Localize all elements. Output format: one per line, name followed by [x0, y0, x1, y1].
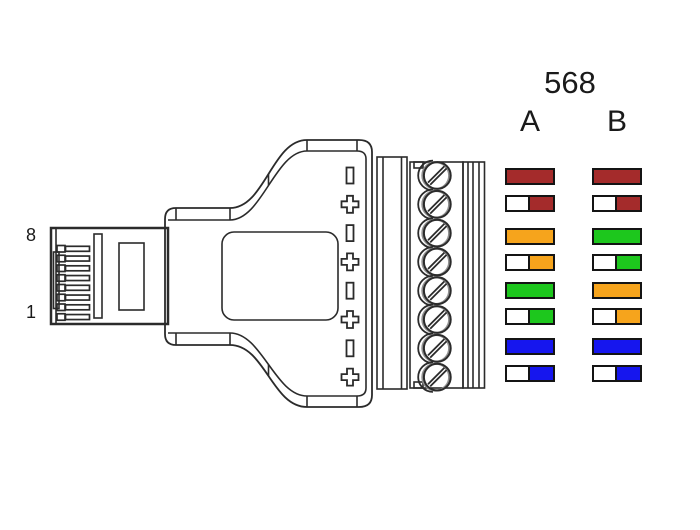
rj45-pin-contact — [64, 313, 91, 321]
rj45-pin-contact — [64, 245, 91, 253]
stripe-color-half — [614, 256, 640, 269]
terminal-scallop — [417, 217, 434, 249]
t568b-row8-swatch — [592, 365, 642, 382]
column-a-header: A — [519, 105, 540, 138]
terminal-screws — [417, 159, 452, 393]
screw-slot-line — [427, 251, 446, 270]
t568a-row1-swatch — [505, 168, 555, 185]
mold-seam-ticks — [175, 140, 358, 407]
screw-slot-line — [427, 223, 446, 241]
pin-8-label: 8 — [25, 225, 36, 245]
t568a-row2-swatch — [505, 195, 555, 212]
rj45-plug-body — [49, 226, 170, 326]
terminal-scallop — [417, 159, 434, 192]
plus-mark — [340, 367, 360, 387]
rj45-pin-contact — [64, 255, 91, 262]
t568a-row6-swatch — [505, 308, 555, 325]
screw-slot-line — [429, 196, 448, 215]
terminal-scallop — [417, 303, 434, 336]
terminal-scallop — [417, 188, 434, 220]
stripe-color-half — [527, 256, 553, 269]
t568b-row5-swatch — [592, 282, 642, 299]
screw-slot-line — [427, 194, 446, 213]
terminal-scallop — [417, 275, 434, 307]
t568a-row3-swatch — [505, 228, 555, 245]
terminal-screw — [422, 247, 452, 277]
stripe-color-half — [527, 310, 553, 323]
rj45-contact-bar — [93, 233, 103, 319]
terminal-screw — [422, 189, 452, 219]
terminal-block — [376, 156, 486, 393]
t568b-row6-swatch — [592, 308, 642, 325]
plus-mark — [340, 310, 360, 329]
t568b-row1-swatch — [592, 168, 642, 185]
plus-mark — [340, 252, 360, 272]
adapter-body-outline — [164, 139, 373, 408]
t568b-row2-swatch — [592, 195, 642, 212]
screw-slot-line — [427, 165, 446, 184]
t568b-row3-swatch — [592, 228, 642, 245]
stripe-color-half — [527, 367, 553, 380]
adapter-body — [164, 139, 373, 408]
screw-slot-line — [429, 311, 448, 330]
t568a-row7-swatch — [505, 338, 555, 355]
terminal-scallop — [417, 246, 434, 278]
t568b-row4-swatch — [592, 254, 642, 271]
terminal-screw — [422, 362, 452, 392]
minus-mark — [345, 281, 355, 300]
label-area — [221, 231, 339, 321]
stripe-color-half — [614, 367, 640, 380]
minus-mark — [345, 224, 355, 243]
minus-mark — [345, 166, 355, 185]
t568a-row5-swatch — [505, 282, 555, 299]
rj45-pin-contact — [64, 294, 91, 301]
rj45-pin-contact — [64, 303, 91, 311]
terminal-screw — [422, 333, 452, 363]
adapter-body-inner-wall — [168, 150, 367, 397]
minus-mark — [345, 339, 355, 358]
terminal-screw — [422, 161, 452, 190]
mounting-strip — [376, 156, 408, 390]
terminal-scallop — [417, 332, 434, 364]
t568a-row8-swatch — [505, 365, 555, 382]
terminal-screw — [422, 276, 452, 306]
screw-slot-line — [427, 367, 446, 385]
rj45-pin-contact — [64, 264, 91, 272]
screw-slot-line — [429, 254, 448, 272]
terminal-screw — [422, 305, 452, 334]
screw-slot-line — [429, 225, 448, 244]
polarity-marks — [340, 166, 360, 387]
rj45-pin-contact — [64, 274, 91, 282]
screw-slot-line — [429, 282, 448, 301]
screw-slot-line — [429, 369, 448, 388]
screw-slot-line — [427, 280, 446, 299]
screw-slot-line — [427, 338, 446, 357]
stripe-color-half — [527, 197, 553, 210]
terminal-screw — [422, 218, 452, 248]
t568a-row4-swatch — [505, 254, 555, 271]
terminal-scallop — [417, 361, 434, 393]
t568b-row7-swatch — [592, 338, 642, 355]
rj45-plug — [49, 226, 170, 326]
screw-slot-line — [429, 167, 448, 186]
rj45-window — [118, 242, 145, 311]
stripe-color-half — [614, 197, 640, 210]
stripe-color-half — [614, 310, 640, 323]
screw-slot-line — [429, 340, 448, 359]
plus-mark — [340, 194, 360, 214]
rj45-pins — [56, 244, 91, 322]
screw-slot-line — [427, 309, 446, 328]
standard-title: 568 — [544, 65, 596, 100]
column-b-header: B — [606, 105, 627, 138]
pin-1-label: 1 — [25, 302, 36, 322]
rj45-pin-contact — [64, 284, 91, 292]
